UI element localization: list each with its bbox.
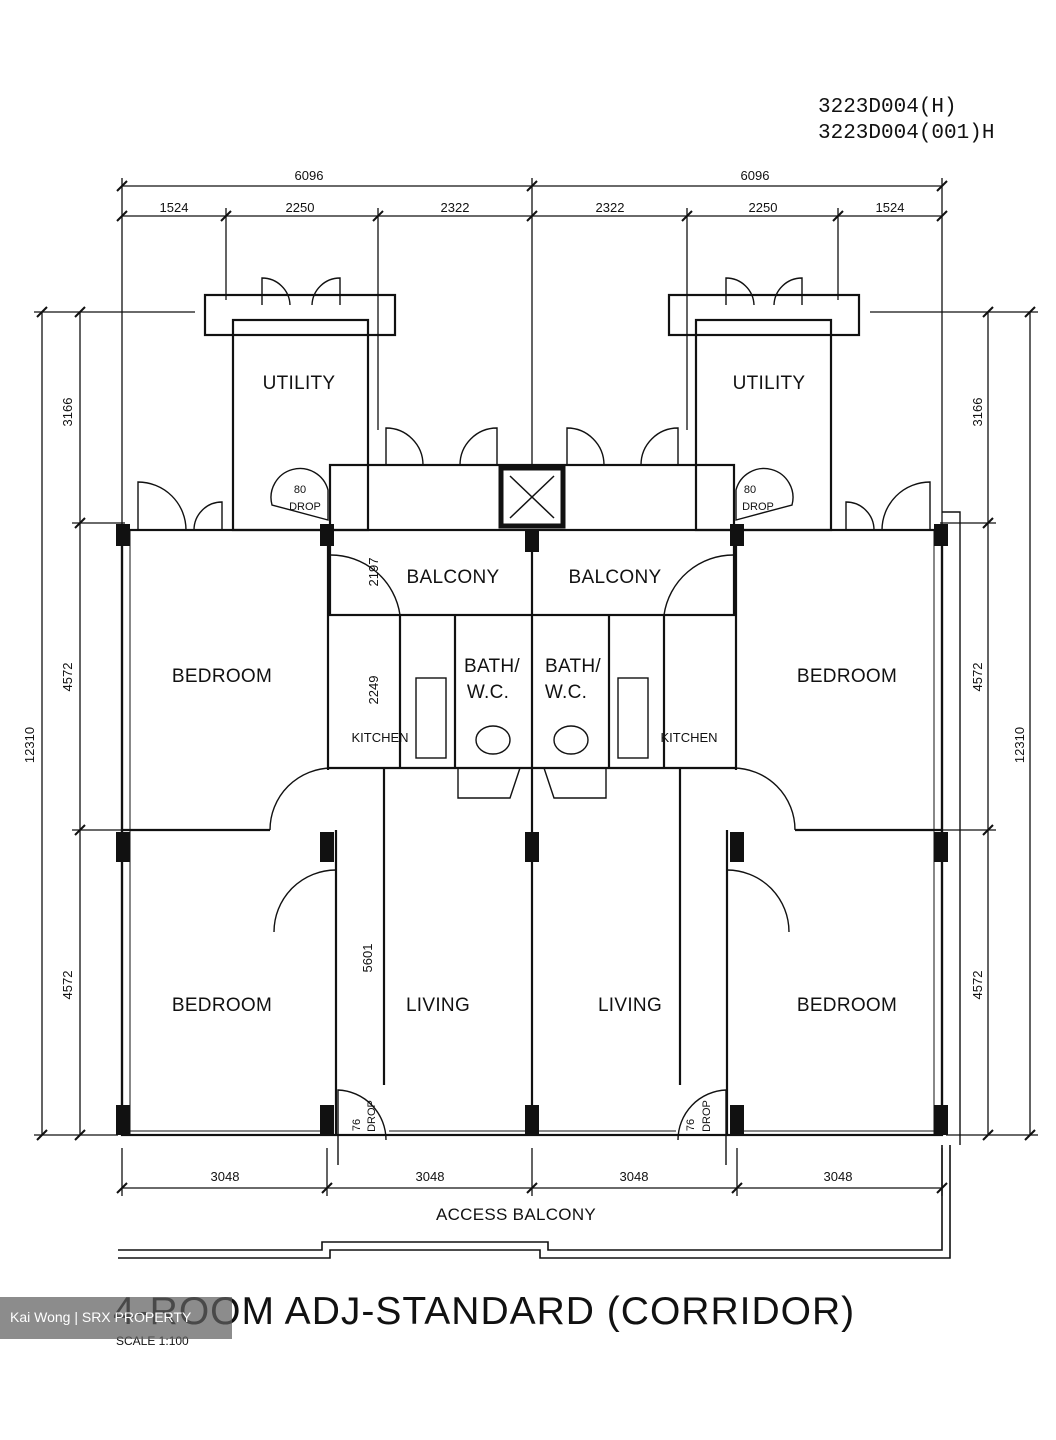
drop-top-right-value: 80 [744, 484, 756, 496]
room-bath-left-line2: W.C. [467, 682, 509, 703]
room-bedroom-bottom-left: BEDROOM [172, 995, 272, 1016]
dim-interior-2197: 2197 [366, 558, 381, 587]
dim-top-overall-left: 6096 [295, 168, 324, 183]
dim-right-1: 3166 [970, 398, 985, 427]
watermark-text: Kai Wong | SRX PROPERTY [10, 1309, 192, 1325]
room-bedroom-top-right: BEDROOM [797, 666, 897, 687]
dim-interior-5601: 5601 [360, 944, 375, 973]
room-bath-right-line1: BATH/ [545, 656, 601, 677]
refuse-chute-icon [498, 465, 566, 529]
drawing-code-2: 3223D004(001)H [818, 122, 994, 145]
drop-bottom-left-label: DROP [366, 1100, 378, 1132]
dim-left-3: 4572 [60, 971, 75, 1000]
room-bedroom-top-left: BEDROOM [172, 666, 272, 687]
drop-top-left-label: DROP [289, 501, 321, 513]
watermark-bar [0, 1297, 232, 1339]
access-balcony-label: ACCESS BALCONY [436, 1205, 596, 1224]
drop-top-right-label: DROP [742, 501, 774, 513]
dim-bottom-1: 3048 [211, 1169, 240, 1184]
room-bath-right-line2: W.C. [545, 682, 587, 703]
dim-top-seg-6: 1524 [876, 200, 905, 215]
dim-top-seg-4: 2322 [596, 200, 625, 215]
dim-left-overall: 12310 [22, 727, 37, 763]
dim-left-2: 4572 [60, 663, 75, 692]
dim-right-2: 4572 [970, 663, 985, 692]
room-utility-right: UTILITY [733, 373, 806, 394]
room-bath-left-line1: BATH/ [464, 656, 520, 677]
dim-top-seg-2: 2250 [286, 200, 315, 215]
plan-title: 4-ROOM ADJ-STANDARD (CORRIDOR) [113, 1290, 855, 1333]
dim-right-3: 4572 [970, 971, 985, 1000]
dim-top-seg-3: 2322 [441, 200, 470, 215]
room-living-left: LIVING [406, 995, 470, 1016]
dim-top-seg-5: 2250 [749, 200, 778, 215]
drop-bottom-right-value: 76 [685, 1119, 697, 1131]
drop-bottom-left-value: 76 [351, 1119, 363, 1131]
room-balcony-right: BALCONY [569, 567, 662, 588]
dim-bottom-3: 3048 [620, 1169, 649, 1184]
dim-interior-2249: 2249 [366, 676, 381, 705]
drop-bottom-right-label: DROP [701, 1100, 713, 1132]
dim-top-seg-1: 1524 [160, 200, 189, 215]
dim-right-overall: 12310 [1012, 727, 1027, 763]
dim-top-overall-right: 6096 [741, 168, 770, 183]
room-kitchen-left: KITCHEN [351, 730, 408, 745]
room-balcony-left: BALCONY [407, 567, 500, 588]
drawing-code-1: 3223D004(H) [818, 96, 957, 119]
dim-left-1: 3166 [60, 398, 75, 427]
room-living-right: LIVING [598, 995, 662, 1016]
room-kitchen-right: KITCHEN [660, 730, 717, 745]
room-utility-left: UTILITY [263, 373, 336, 394]
room-bedroom-bottom-right: BEDROOM [797, 995, 897, 1016]
dim-bottom-2: 3048 [416, 1169, 445, 1184]
drop-top-left-value: 80 [294, 484, 306, 496]
dim-bottom-4: 3048 [824, 1169, 853, 1184]
